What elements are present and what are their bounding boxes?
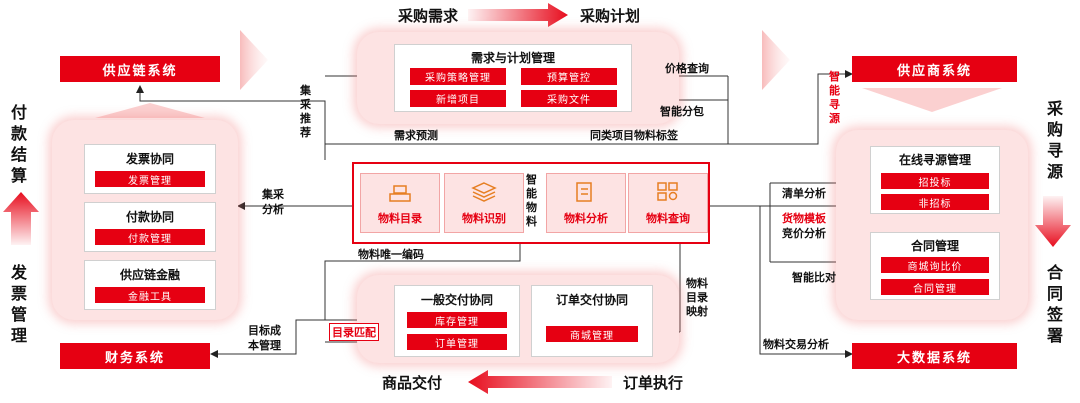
- smart-pack-label: 智能分包: [660, 105, 704, 118]
- mall-inquiry-button[interactable]: 商城询比价: [881, 257, 989, 273]
- document-icon: [576, 182, 592, 202]
- grid-search-icon: [657, 182, 678, 201]
- catalog-match-label: 目录匹配: [329, 323, 379, 341]
- big-data-system: 大数据系统: [852, 343, 1017, 369]
- tile-label-catalog: 物料目录: [378, 212, 422, 225]
- demand-plan-card: 需求与计划管理 采购策略管理 预算管控 新增项目 采购文件: [394, 44, 632, 112]
- invoice-collab-title: 发票协同: [125, 152, 174, 166]
- bid-analysis-label: 竞价分析: [782, 227, 826, 240]
- payment-collab-card: 付款协同 付款管理: [84, 202, 216, 252]
- non-bidding-button[interactable]: 非招标: [881, 194, 989, 210]
- smart-material-label: 智能物料: [526, 173, 537, 228]
- flow-goods-delivery: 商品交付: [382, 374, 443, 392]
- tile-label-identify: 物料识别: [462, 212, 506, 225]
- stack-icon: [389, 185, 411, 202]
- price-query-label: 价格查询: [665, 62, 709, 75]
- tile-material-query[interactable]: 物料查询: [628, 173, 708, 233]
- bidding-button[interactable]: 招投标: [881, 173, 989, 189]
- cost-mgmt-label-1: 目标成: [248, 324, 281, 337]
- flow-purchase-plan: 采购计划: [580, 7, 641, 25]
- demand-plan-panel: 需求与计划管理 采购策略管理 预算管控 新增项目 采购文件: [357, 32, 679, 124]
- material-code-label: 物料唯一编码: [358, 248, 424, 261]
- supply-finance-card: 供应链金融 金融工具: [84, 260, 216, 310]
- tile-material-identify[interactable]: 物料识别: [444, 173, 524, 233]
- finance-system: 财务系统: [60, 343, 210, 369]
- invoice-mgmt-button[interactable]: 发票管理: [95, 171, 205, 187]
- material-center-panel: 物料目录 物料识别 智能物料 物料分析 物料查询: [352, 162, 710, 244]
- contract-mgmt-card: 合同管理 商城询比价 合同管理: [870, 232, 1000, 300]
- purchase-docs-button[interactable]: 采购文件: [521, 90, 617, 107]
- demand-plan-title: 需求与计划管理: [470, 51, 555, 65]
- tile-label-query: 物料查询: [646, 212, 690, 225]
- side-label-payment: 付款结算: [11, 103, 28, 185]
- list-analysis-label: 清单分析: [782, 187, 826, 200]
- mall-mgmt-button[interactable]: 商城管理: [546, 326, 638, 342]
- supplier-system: 供应商系统: [852, 56, 1017, 82]
- cost-mgmt-label-2: 本管理: [248, 339, 281, 352]
- payment-collab-title: 付款协同: [125, 210, 174, 224]
- bottom-flow-arrow: [468, 370, 612, 394]
- online-sourcing-title: 在线寻源管理: [898, 153, 971, 167]
- flow-order-execution: 订单执行: [623, 374, 684, 392]
- contract-manage-button[interactable]: 合同管理: [881, 279, 989, 295]
- strategy-mgmt-button[interactable]: 采购策略管理: [410, 68, 506, 85]
- invoice-collab-card: 发票协同 发票管理: [84, 144, 216, 194]
- supply-finance-title: 供应链金融: [119, 268, 180, 282]
- left-flow-arrow: [3, 192, 39, 245]
- chevron-right-top: [762, 30, 790, 90]
- demand-forecast-label: 需求预测: [394, 129, 438, 142]
- smart-compare-label: 智能比对: [792, 271, 836, 284]
- online-sourcing-card: 在线寻源管理 招投标 非招标: [870, 146, 1000, 214]
- order-delivery-card: 订单交付协同 商城管理: [531, 285, 653, 357]
- order-delivery-title: 订单交付协同: [555, 293, 628, 307]
- inventory-mgmt-button[interactable]: 库存管理: [407, 312, 507, 328]
- same-item-tag-label: 同类项目物料标签: [590, 129, 678, 142]
- top-flow-arrow: [468, 3, 568, 27]
- smart-sourcing-label: 智能寻源: [829, 70, 840, 125]
- budget-control-button[interactable]: 预算管控: [521, 68, 617, 85]
- side-label-contract: 合同签署: [1047, 263, 1064, 345]
- central-analysis-label-2: 分析: [262, 203, 284, 216]
- side-label-invoice: 发票管理: [11, 263, 28, 345]
- chevron-above-left-panel: [95, 103, 205, 118]
- invoice-payment-panel: 发票协同 发票管理 付款协同 付款管理 供应链金融 金融工具: [52, 120, 238, 320]
- goods-template-label: 货物模板: [782, 212, 826, 225]
- tile-label-analysis: 物料分析: [564, 212, 608, 225]
- flow-purchase-demand: 采购需求: [398, 7, 459, 25]
- supply-chain-system: 供应链系统: [60, 56, 220, 82]
- finance-tools-button[interactable]: 金融工具: [95, 287, 205, 303]
- payment-mgmt-button[interactable]: 付款管理: [95, 229, 205, 245]
- central-analysis-label-1: 集采: [262, 188, 284, 201]
- side-label-sourcing: 采购寻源: [1047, 99, 1064, 181]
- contract-mgmt-title: 合同管理: [910, 239, 959, 253]
- order-mgmt-button[interactable]: 订单管理: [407, 334, 507, 350]
- tile-material-analysis[interactable]: 物料分析: [546, 173, 626, 233]
- sourcing-contract-panel: 在线寻源管理 招投标 非招标 合同管理 商城询比价 合同管理: [836, 130, 1028, 320]
- catalog-map-label: 物料目录映射: [686, 277, 708, 318]
- tile-material-catalog[interactable]: 物料目录: [360, 173, 440, 233]
- new-project-button[interactable]: 新增项目: [410, 90, 506, 107]
- layers-icon: [471, 182, 497, 202]
- chevron-under-supplier: [862, 88, 1002, 112]
- general-delivery-title: 一般交付协同: [420, 293, 493, 307]
- material-trade-label: 物料交易分析: [763, 338, 829, 351]
- general-delivery-card: 一般交付协同 库存管理 订单管理: [394, 285, 520, 357]
- central-recommend-label: 集采推荐: [300, 84, 311, 139]
- chevron-left-top: [240, 30, 268, 90]
- right-flow-arrow: [1035, 196, 1071, 247]
- delivery-panel: 一般交付协同 库存管理 订单管理 订单交付协同 商城管理: [357, 275, 679, 363]
